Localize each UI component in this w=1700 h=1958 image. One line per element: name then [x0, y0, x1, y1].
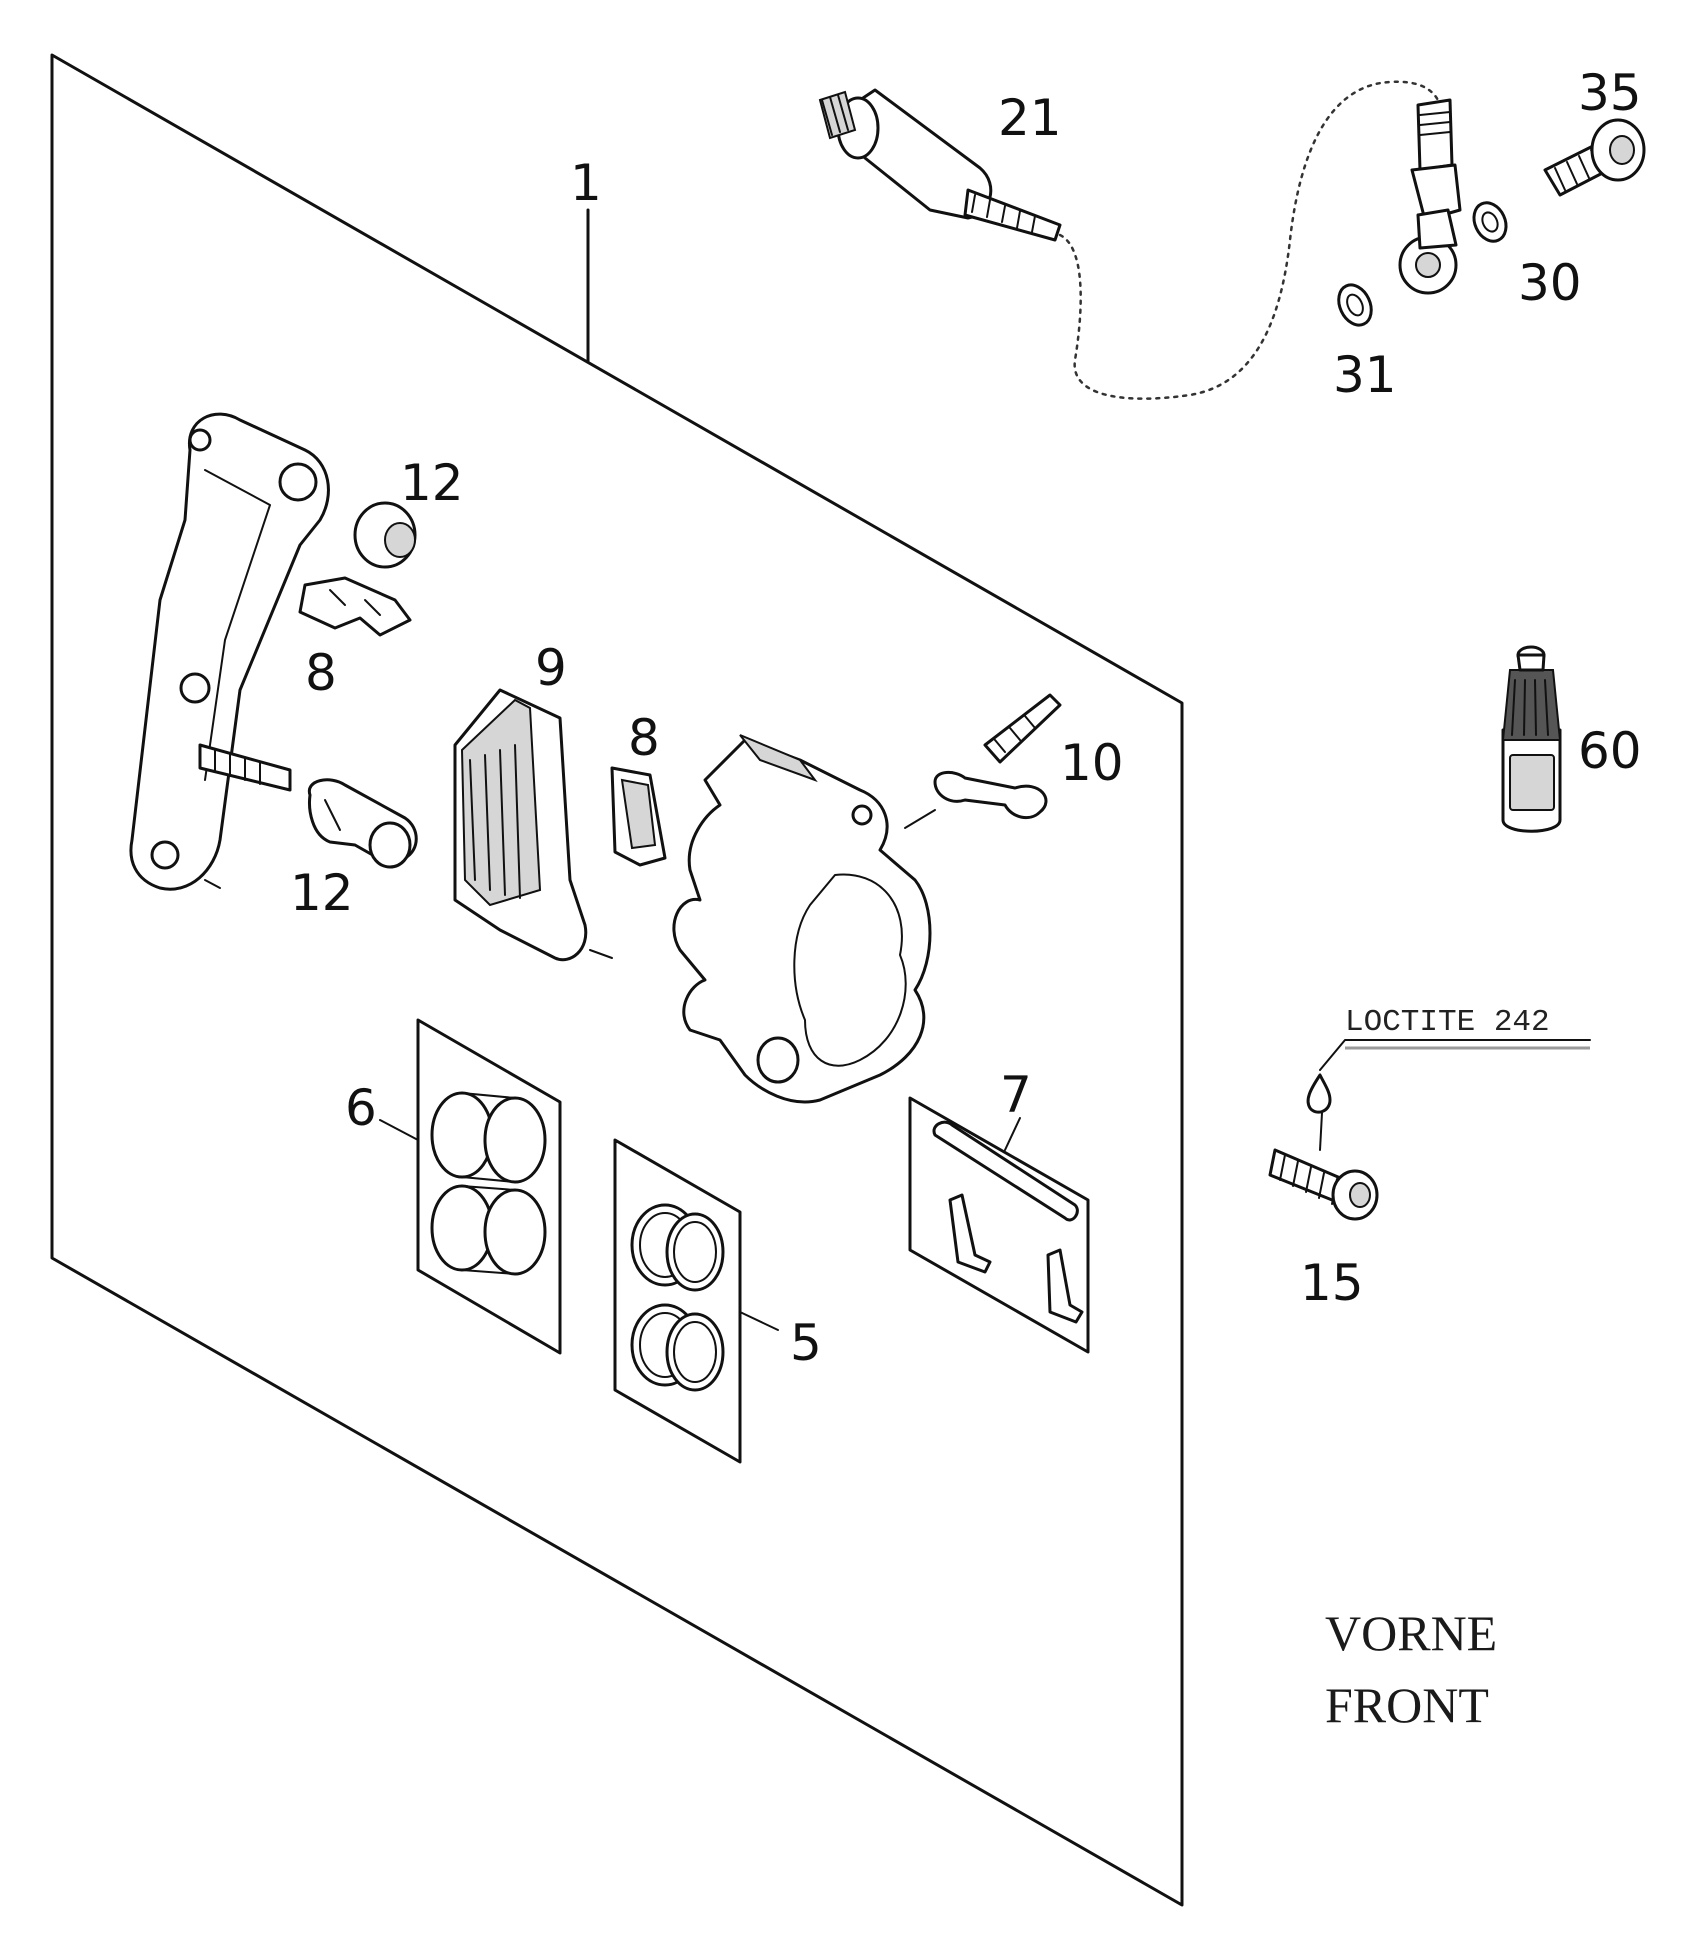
banjo-bolt	[1543, 118, 1646, 197]
spring-clip-upper	[298, 576, 412, 637]
loctite-leader-vertical	[1319, 1112, 1323, 1151]
piston-kit	[379, 1018, 562, 1355]
loctite-leader	[1319, 1039, 1591, 1071]
callout-35: 35	[1578, 64, 1642, 122]
region-label-vorne: VORNE	[1325, 1605, 1497, 1661]
bracket-bolt	[198, 743, 292, 792]
pad-spring-lower	[610, 766, 667, 867]
loctite-drop	[1306, 1073, 1332, 1114]
seal-kit	[613, 1138, 779, 1464]
region-label-front: FRONT	[1325, 1677, 1489, 1733]
callout-1: 1	[570, 154, 602, 212]
copper-washer-30	[1472, 201, 1508, 243]
callout-12-lower: 12	[290, 864, 354, 922]
guide-pin-lower	[307, 778, 418, 869]
callout-10: 10	[1060, 734, 1124, 792]
caliper-mount-bolt	[1268, 1148, 1379, 1221]
copper-washer-31	[1337, 283, 1373, 327]
callout-8-upper: 8	[305, 644, 337, 702]
rubber-bush-upper	[353, 501, 417, 569]
callout-31: 31	[1333, 346, 1397, 404]
kit-board-panel	[50, 53, 1184, 1907]
callout-7: 7	[1000, 1066, 1032, 1124]
loctite-note: LOCTITE 242	[1345, 1005, 1550, 1040]
caliper-bracket	[129, 412, 330, 891]
callout-8-lower: 8	[628, 709, 660, 767]
threadlocker-bottle	[1501, 645, 1562, 833]
brake-hose-dotted	[1058, 80, 1442, 400]
caliper-body	[672, 734, 932, 1104]
callout-21: 21	[998, 89, 1062, 147]
callout-30: 30	[1518, 254, 1582, 312]
callout-60: 60	[1578, 722, 1642, 780]
banjo-fitting	[1398, 98, 1462, 295]
brake-pads	[453, 688, 613, 962]
pin-clip-kit	[908, 1096, 1090, 1354]
callout-15: 15	[1300, 1254, 1364, 1312]
callout-9: 9	[535, 639, 567, 697]
callout-6: 6	[345, 1079, 377, 1137]
callout-5: 5	[790, 1314, 822, 1372]
callout-12-upper: 12	[400, 454, 464, 512]
brake-hose-fitting	[818, 88, 1062, 242]
bleed-screw	[904, 693, 1062, 829]
